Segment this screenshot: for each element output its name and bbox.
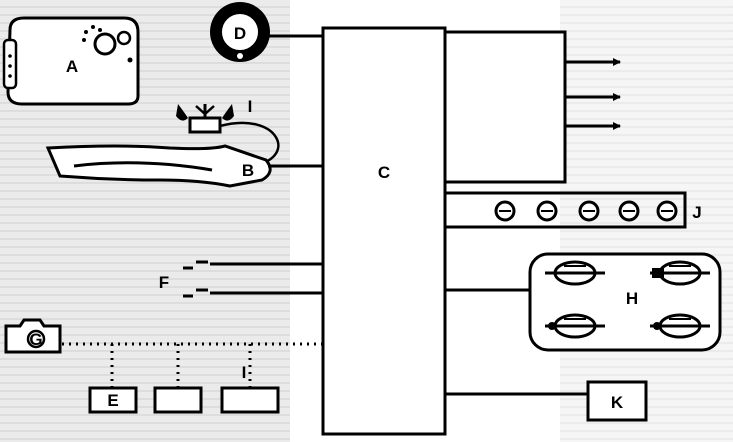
lamp <box>656 200 678 222</box>
label-b: B <box>242 161 254 180</box>
sensor-boxes: E I <box>88 363 280 414</box>
burner <box>650 260 710 286</box>
label-i-sensor: I <box>242 363 247 382</box>
label-a: A <box>66 57 78 76</box>
lamp <box>494 200 516 222</box>
burner <box>545 313 605 339</box>
label-i-antenna: I <box>248 97 253 116</box>
sensor-box-e <box>88 386 138 414</box>
module-k: K <box>445 380 648 422</box>
label-j: J <box>692 203 701 222</box>
lamp <box>618 200 640 222</box>
lamp <box>578 200 600 222</box>
lamp <box>536 200 558 222</box>
burner <box>545 260 605 286</box>
sensor-box <box>220 386 280 414</box>
cooktop-h: H <box>445 252 722 352</box>
label-d: D <box>234 24 246 43</box>
controller-c: C <box>321 26 447 436</box>
label-h: H <box>626 289 638 308</box>
antenna-i: I <box>176 97 253 134</box>
label-g: G <box>29 330 42 349</box>
round-dial-d: D <box>210 2 323 62</box>
dotted-bus <box>62 342 323 388</box>
sensor-box <box>153 386 203 414</box>
camera-g: G <box>4 318 62 354</box>
lamp-chain-j: J <box>443 191 702 229</box>
label-c: C <box>378 163 390 182</box>
output-module <box>443 30 621 184</box>
burner <box>650 313 710 339</box>
label-k: K <box>611 393 624 412</box>
label-e: E <box>107 391 118 410</box>
device-a: A <box>2 16 140 106</box>
strip-b: B <box>45 144 323 188</box>
label-f: F <box>159 273 169 292</box>
switches-f: F <box>159 260 323 298</box>
